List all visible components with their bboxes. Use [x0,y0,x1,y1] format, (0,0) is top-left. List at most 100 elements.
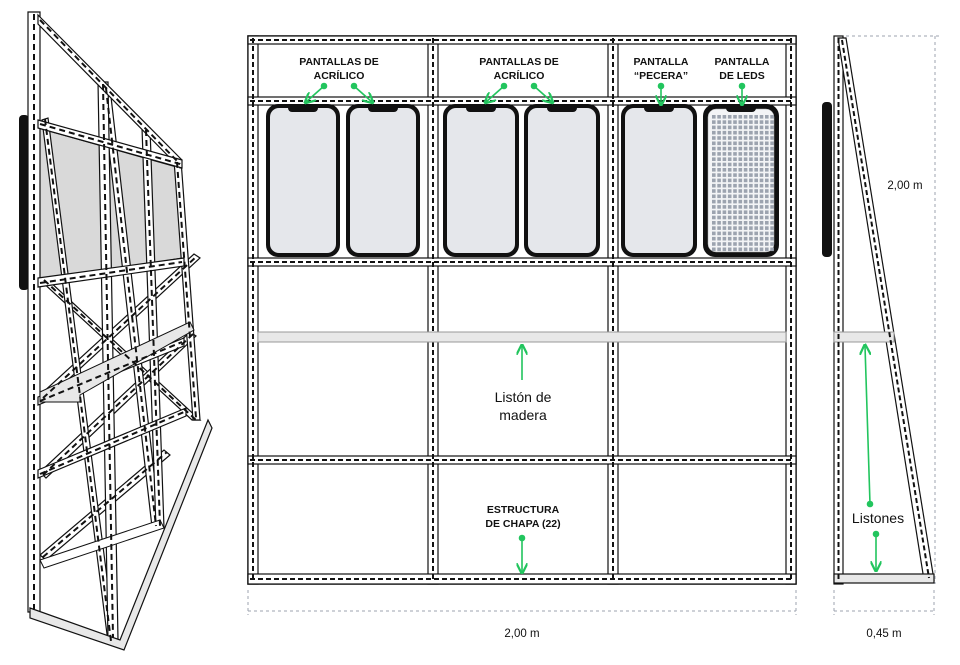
led-dot [770,221,774,225]
led-dot [743,157,748,161]
led-dot [733,178,737,183]
led-dot [738,189,743,193]
led-dot [738,226,743,230]
led-dot [738,199,743,204]
led-dot [765,189,769,193]
led-dot [722,242,727,246]
led-dot [759,242,764,246]
label-acrylic-mid-2: ACRÍLICO [494,69,545,82]
perspective-base-rail [39,519,165,569]
led-dot [738,221,743,225]
led-dot [712,178,716,183]
led-dot [717,231,721,236]
led-dot [754,146,758,151]
led-dot [733,236,737,241]
led-dot [722,173,727,177]
led-dot [717,210,721,214]
led-dot [712,141,716,146]
led-dot [743,178,748,183]
led-dot [717,136,721,140]
led-dot [733,115,737,119]
led-dot [749,125,753,130]
led-dot [759,183,764,188]
led-dot [727,130,732,135]
led-dot [727,226,732,230]
led-dot [770,242,774,246]
front-wood-slat [257,331,787,343]
side-base [833,573,935,584]
led-dot [727,210,732,214]
led-dot [727,125,732,130]
led-dot [722,205,727,209]
led-dot [743,146,748,151]
led-dot [727,141,732,146]
led-dot [765,242,769,246]
led-dot [722,231,727,236]
led-dot [743,183,748,188]
led-dot [722,199,727,204]
led-dot [754,205,758,209]
led-dot [712,183,716,188]
label-acrylic-left-1: PANTALLAS DE [299,56,379,68]
led-dot [749,236,753,241]
led-dot [759,215,764,220]
led-dot [712,199,716,204]
side-screen-edge [822,102,832,257]
led-dot [712,242,716,246]
led-dot [727,157,732,161]
perspective-base [29,418,213,651]
label-leds-1: PANTALLA [714,56,769,68]
led-dot [738,173,743,177]
led-dot [727,115,732,119]
led-dot [759,120,764,124]
led-dot [717,141,721,146]
led-dot [759,221,764,225]
led-dot [727,236,732,241]
led-dot [749,120,753,124]
led-dot [722,130,727,135]
led-dot [733,226,737,230]
led-dot [743,194,748,199]
led-dot [770,236,774,241]
led-dot [765,205,769,209]
led-dot [727,189,732,193]
label-leds-2: DE LEDS [719,70,765,82]
led-dot [759,189,764,193]
led-dot [743,210,748,214]
led-dot [759,146,764,151]
led-dot [743,141,748,146]
led-dot [754,236,758,241]
led-dot [738,162,743,167]
led-dot [754,247,758,252]
led-dot [765,215,769,220]
led-dot [743,136,748,140]
led-dot [738,210,743,214]
led-dot [717,221,721,225]
led-dot [722,178,727,183]
led-dot [712,231,716,236]
led-dot [770,162,774,167]
led-dot [717,205,721,209]
led-dot [754,141,758,146]
pointer-arrow [533,85,552,102]
led-dot [749,205,753,209]
led-dot [770,115,774,119]
led-dot [722,162,727,167]
led-dot [712,120,716,124]
led-dot [765,168,769,172]
led-dot [712,221,716,225]
led-dot [722,141,727,146]
led-dot [743,199,748,204]
pointer-arrow [306,85,325,102]
led-dot [754,226,758,230]
led-dot [733,247,737,252]
led-dot [712,205,716,209]
led-dot [727,178,732,183]
led-dot [749,146,753,151]
led-dot [759,205,764,209]
led-dot [727,146,732,151]
led-dot [754,183,758,188]
led-dot [733,231,737,236]
led-dot [722,183,727,188]
